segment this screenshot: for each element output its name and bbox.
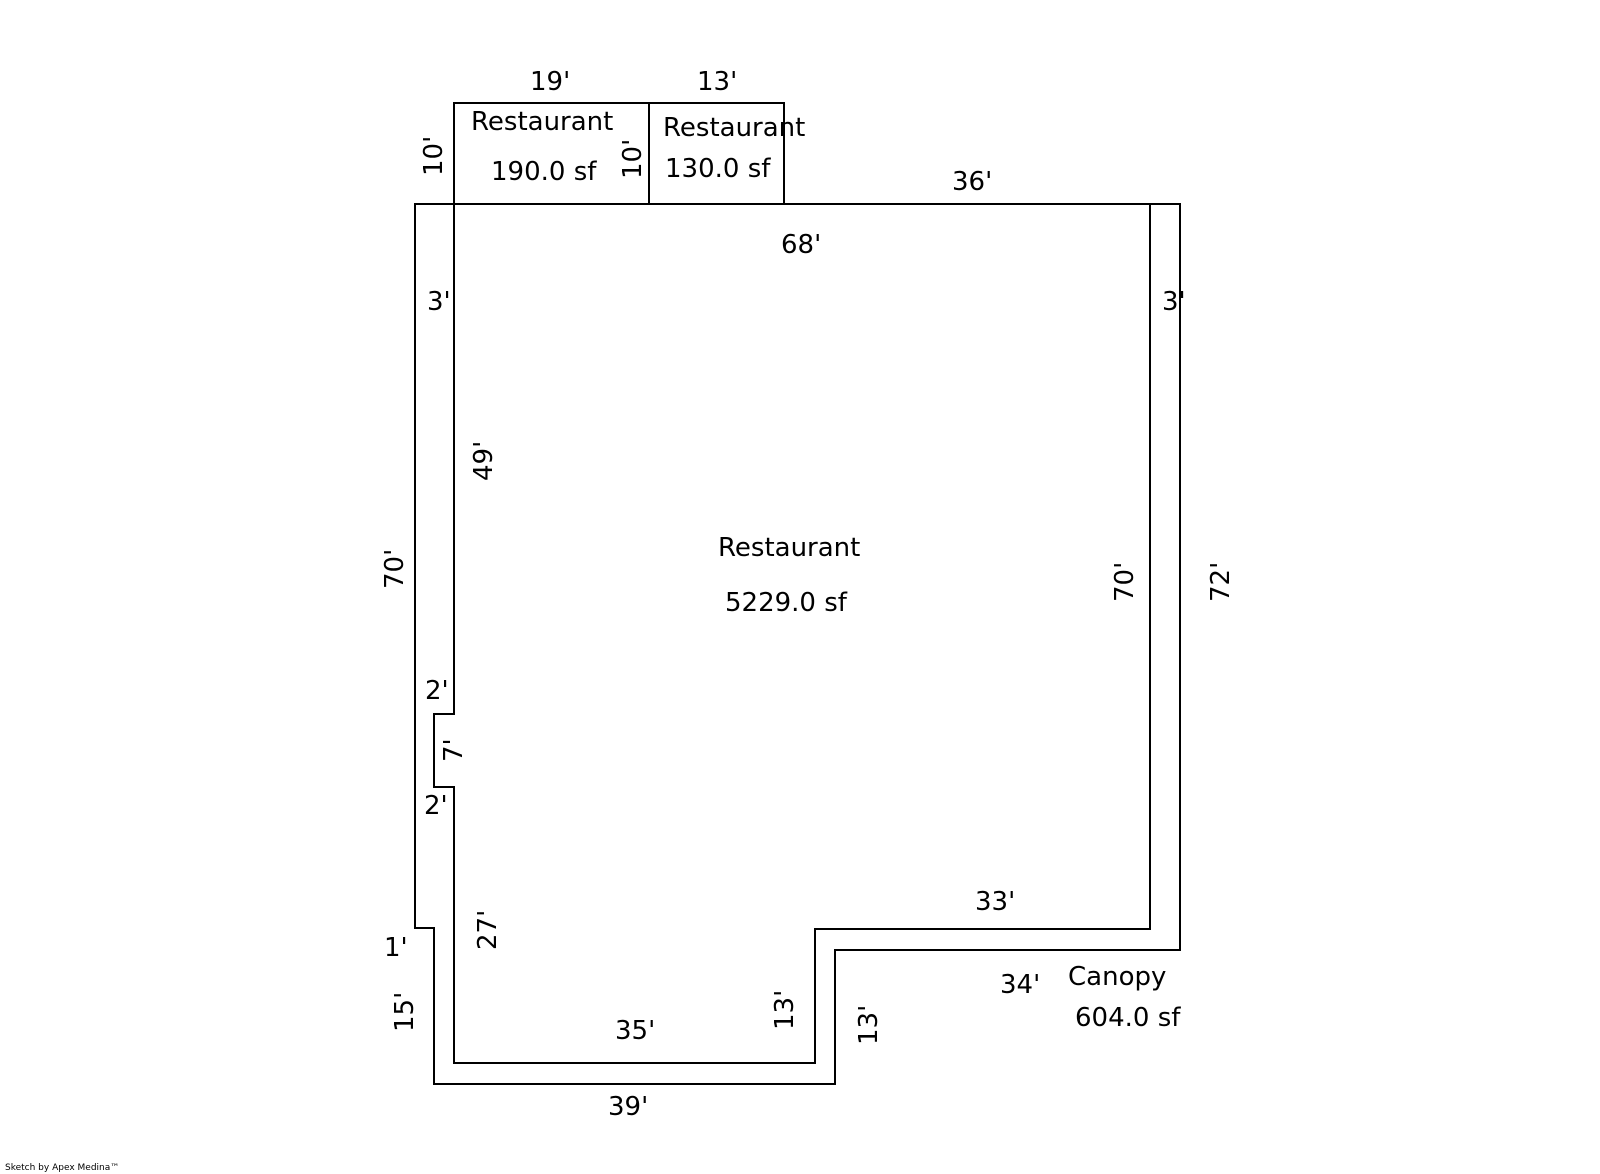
- dim-main-top: 68': [781, 230, 821, 260]
- dim-annex2-width: 13': [697, 67, 737, 97]
- dim-main-right: 70': [1110, 562, 1140, 602]
- annex1-area-size: 190.0 sf: [491, 157, 597, 187]
- dim-notch-top: 2': [425, 676, 449, 706]
- dim-canopy-inner-drop: 13': [854, 1005, 884, 1045]
- dim-canopy-right-width: 3': [1162, 287, 1186, 317]
- dim-canopy-step: 34': [1000, 970, 1040, 1000]
- dim-canopy-bottom: 39': [608, 1092, 648, 1122]
- annex2-area-size: 130.0 sf: [665, 154, 771, 184]
- dim-main-left-upper: 49': [469, 441, 499, 481]
- canopy-area-name: Canopy: [1068, 962, 1166, 992]
- dim-canopy-left-width: 3': [427, 287, 451, 317]
- dim-main-step: 33': [975, 887, 1015, 917]
- dim-canopy-left-lower: 15': [390, 992, 420, 1032]
- dim-annex1-width: 19': [530, 67, 570, 97]
- annex2-area-name: Restaurant: [663, 113, 805, 143]
- main-area-name: Restaurant: [718, 533, 860, 563]
- canopy-outline: [414, 203, 1181, 1085]
- dim-notch-depth: 7': [439, 738, 469, 762]
- dim-canopy-top: 36': [952, 167, 992, 197]
- dim-main-left-lower: 27': [473, 910, 503, 950]
- canopy-area-size: 604.0 sf: [1075, 1003, 1181, 1033]
- dim-canopy-jog: 1': [384, 933, 408, 963]
- dim-notch-bottom: 2': [424, 791, 448, 821]
- restaurant-annex-2-outline: [648, 102, 785, 205]
- sketch-credit: Sketch by Apex Medina™: [5, 1163, 119, 1173]
- dim-canopy-right-outer: 72': [1206, 562, 1236, 602]
- dim-annex1-height: 10': [419, 136, 449, 176]
- main-area-size: 5229.0 sf: [725, 588, 848, 618]
- dim-canopy-left-outer: 70': [380, 549, 410, 589]
- dim-main-inner-drop: 13': [770, 990, 800, 1030]
- dim-main-bottom: 35': [615, 1016, 655, 1046]
- dim-annex-divider-height: 10': [618, 139, 648, 179]
- main-restaurant-outline: [433, 203, 1151, 1064]
- annex1-area-name: Restaurant: [471, 107, 613, 137]
